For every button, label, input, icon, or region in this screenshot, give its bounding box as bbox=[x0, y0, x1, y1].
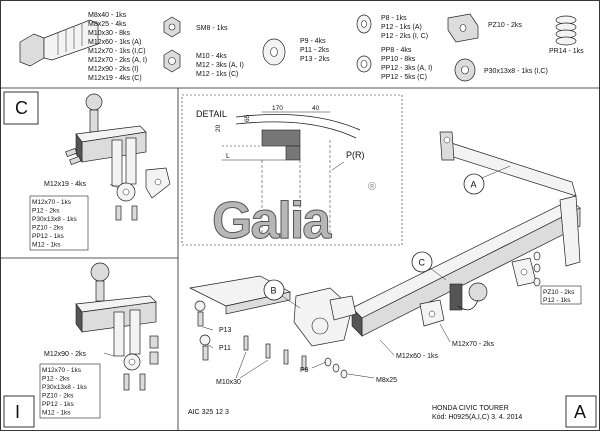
callout-a bbox=[463, 173, 485, 195]
detail-frame bbox=[181, 94, 403, 246]
panel-i-list-box bbox=[39, 363, 101, 419]
dim-65: 65 bbox=[244, 114, 251, 122]
washer-list-item: P9 - 4ks bbox=[300, 38, 326, 45]
label-p11: P11 bbox=[219, 345, 231, 352]
sm8-label: SM8 - 1ks bbox=[196, 25, 228, 32]
square-plate-icon bbox=[447, 13, 479, 43]
label-p9: P9 bbox=[300, 367, 309, 374]
spring-washer-icon bbox=[356, 55, 372, 73]
dim-40: 40 bbox=[312, 105, 320, 112]
bolt-list-item: M12x19 - 4ks (C) bbox=[88, 75, 142, 82]
panel-i: I M12x90 - 2ks M12x70 - 1ks P12 - 2ks P3… bbox=[3, 262, 159, 428]
label-p13: P13 bbox=[219, 327, 232, 334]
nut-list-item: M12 - 3ks (A, I) bbox=[196, 62, 244, 69]
tow-ball-icon bbox=[85, 93, 103, 111]
nut-icon bbox=[163, 49, 181, 73]
panel-c-list-item: M12 - 1ks bbox=[32, 242, 61, 249]
panel-i-list-item: P30x13x8 - 1ks bbox=[42, 384, 88, 391]
spring-ring-icon bbox=[555, 15, 577, 46]
pr14-label: PR14 - 1ks bbox=[549, 48, 584, 55]
label-m10x30: M10x30 bbox=[216, 379, 241, 386]
p-list-item: P12 - 1ks (A) bbox=[381, 24, 422, 31]
callout-c-label: C bbox=[419, 258, 426, 268]
callout-b-label: B bbox=[271, 286, 277, 296]
panel-i-bolt-label: M12x90 - 2ks bbox=[44, 351, 87, 358]
panel-i-letter: I bbox=[15, 402, 20, 422]
brand-logo-text: Galia bbox=[212, 192, 332, 250]
panel-c-list-item: PP12 - 1ks bbox=[32, 233, 65, 240]
panel-c-list-item: P30x13x8 - 1ks bbox=[32, 216, 78, 223]
label-m12x60: M12x60 - 1ks bbox=[396, 353, 439, 360]
footer-letter: A bbox=[574, 402, 586, 422]
panel-i-list-item: PZ10 - 2ks bbox=[42, 393, 74, 400]
bolt-list-item: M12x90 - 2ks (I) bbox=[88, 66, 139, 73]
tow-ball-icon bbox=[90, 262, 110, 282]
bolt-list-item: M12x60 - 1ks (A) bbox=[88, 39, 141, 46]
vehicle-model: HONDA CIVIC TOURER bbox=[432, 405, 509, 412]
bolt-list-item: M10x30 - 8ks bbox=[88, 30, 131, 37]
right-list-item: PZ10 - 2ks bbox=[543, 289, 575, 296]
callout-c bbox=[411, 251, 433, 273]
panel-i-list-item: PP12 - 1ks bbox=[42, 401, 75, 408]
nut-list-item: M12 - 1ks (C) bbox=[196, 71, 238, 78]
panel-c-list-item: P12 - 2ks bbox=[32, 208, 60, 215]
dim-170: 170 bbox=[272, 105, 283, 112]
flat-washer-icon bbox=[356, 14, 372, 34]
dim-20: 20 bbox=[215, 124, 222, 132]
p-list-item: P8 - 1ks bbox=[381, 15, 407, 22]
panel-c: C M12x19 - 4ks M12x70 - 1ks P12 - 2ks P3… bbox=[3, 91, 171, 251]
p-list-item: P12 - 2ks (I, C) bbox=[381, 33, 428, 40]
label-pr: P(R) bbox=[346, 150, 365, 160]
callout-b bbox=[263, 279, 285, 301]
label-m8x25: M8x25 bbox=[376, 377, 397, 384]
brand-logo-mark: ® bbox=[368, 181, 376, 193]
bolt-list-item: M8x25 - 4ks bbox=[88, 21, 127, 28]
kod-and-date: Kód: H0925(A,I,C) 3. 4. 2014 bbox=[432, 414, 522, 421]
detail-panel: DETAIL 170 40 65 20 L P(R) Galia ® bbox=[181, 94, 403, 251]
panel-i-list-item: P12 - 2ks bbox=[42, 376, 70, 383]
panel-c-list-box bbox=[29, 195, 89, 251]
panel-i-list-item: M12x70 - 1ks bbox=[42, 367, 82, 374]
label-m12x70: M12x70 - 2ks bbox=[452, 341, 495, 348]
callout-a-label: A bbox=[471, 180, 477, 190]
panel-c-bolt-label: M12x19 - 4ks bbox=[44, 181, 87, 188]
bolt-list-item: M8x40 - 1ks bbox=[88, 12, 127, 19]
bolt-icon bbox=[19, 19, 99, 67]
label-l: L bbox=[226, 153, 230, 160]
pp-list-item: PP10 - 8ks bbox=[381, 56, 416, 63]
bolt-list-item: M12x70 - 2ks (A, I) bbox=[88, 57, 147, 64]
nut-list-item: M10 - 4ks bbox=[196, 53, 227, 60]
thick-washer-icon bbox=[454, 58, 476, 82]
pp-list-item: PP8 - 4ks bbox=[381, 47, 412, 54]
washer-icon bbox=[262, 38, 286, 66]
panel-c-list-item: M12x70 - 1ks bbox=[32, 199, 72, 206]
bolt-list-item: M12x70 - 1ks (I,C) bbox=[88, 48, 146, 55]
panel-c-letter-box bbox=[3, 91, 39, 125]
washer-list-item: P13 - 2ks bbox=[300, 56, 330, 63]
panel-i-letter-box bbox=[3, 395, 35, 428]
detail-title: DETAIL bbox=[196, 109, 227, 119]
main-assembly: A B C PZ10 - 2ks P12 - 1ks P13 P11 M10x3… bbox=[188, 131, 582, 386]
self-locking-nut-icon bbox=[163, 16, 181, 38]
panel-i-list-item: M12 - 1ks bbox=[42, 410, 71, 417]
right-list-box bbox=[540, 285, 582, 305]
panel-c-list-item: PZ10 - 2ks bbox=[32, 225, 64, 232]
right-list-item: P12 - 1ks bbox=[543, 297, 571, 304]
brand-logo: Galia ® bbox=[212, 181, 377, 251]
tow-ball-icon bbox=[468, 282, 488, 302]
pp-list-item: PP12 - 5ks (C) bbox=[381, 74, 427, 81]
p30-label: P30x13x8 - 1ks (I,C) bbox=[484, 68, 548, 75]
drawing-code: AIC 325 12 3 bbox=[188, 409, 229, 416]
pp-list-item: PP12 - 3ks (A, I) bbox=[381, 65, 432, 72]
panel-c-letter: C bbox=[15, 98, 28, 118]
pz10-label: PZ10 - 2ks bbox=[488, 22, 522, 29]
washer-list-item: P11 - 2ks bbox=[300, 47, 330, 54]
footer-letter-box bbox=[565, 395, 597, 428]
